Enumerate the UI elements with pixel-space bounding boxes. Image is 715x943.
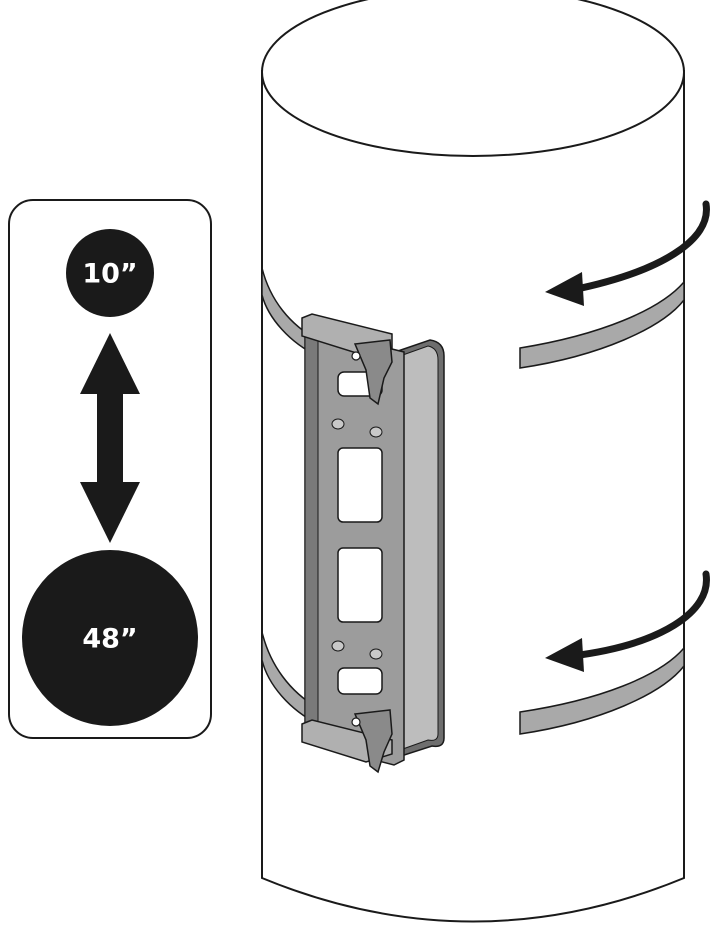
rotation-arrow-lower <box>568 570 710 660</box>
min-diameter-badge <box>66 229 154 317</box>
double-arrow-down <box>80 482 140 543</box>
rotation-arrow-icon <box>545 570 710 672</box>
upper-strap-right <box>519 279 685 369</box>
stud <box>331 640 345 652</box>
min-diameter-label: 10” <box>82 259 137 290</box>
bracket-plate-edge <box>304 335 319 747</box>
pole-top <box>261 0 685 157</box>
rotation-arrow-icon <box>545 200 710 306</box>
rotation-arrowhead-upper <box>545 272 584 306</box>
stud <box>369 426 383 438</box>
bottom-latch-lever <box>353 709 393 774</box>
bottom-latch-screw <box>351 717 361 727</box>
mounting-bracket <box>301 313 445 774</box>
double-arrow-up <box>80 333 140 394</box>
bracket-slot-bottom <box>337 667 383 695</box>
bracket-studs <box>331 418 383 660</box>
stud <box>331 418 345 430</box>
double-arrow-shaft <box>97 390 123 486</box>
bracket-slot-lower <box>337 547 383 623</box>
double-arrow-icon <box>80 333 140 543</box>
stud <box>369 648 383 660</box>
rotation-arrow-upper <box>568 200 710 294</box>
lower-strap-right <box>519 645 685 735</box>
size-range-panel: 10” 48” <box>8 199 212 739</box>
bracket-channel-face <box>399 345 439 751</box>
top-latch-screw <box>351 351 361 361</box>
bracket-slot-upper <box>337 447 383 523</box>
top-latch <box>301 313 393 406</box>
rotation-arrowhead-lower <box>545 638 584 672</box>
bottom-latch <box>301 709 393 774</box>
top-latch-lever <box>353 339 393 406</box>
max-diameter-badge <box>22 550 198 726</box>
max-diameter-label: 48” <box>82 624 137 655</box>
